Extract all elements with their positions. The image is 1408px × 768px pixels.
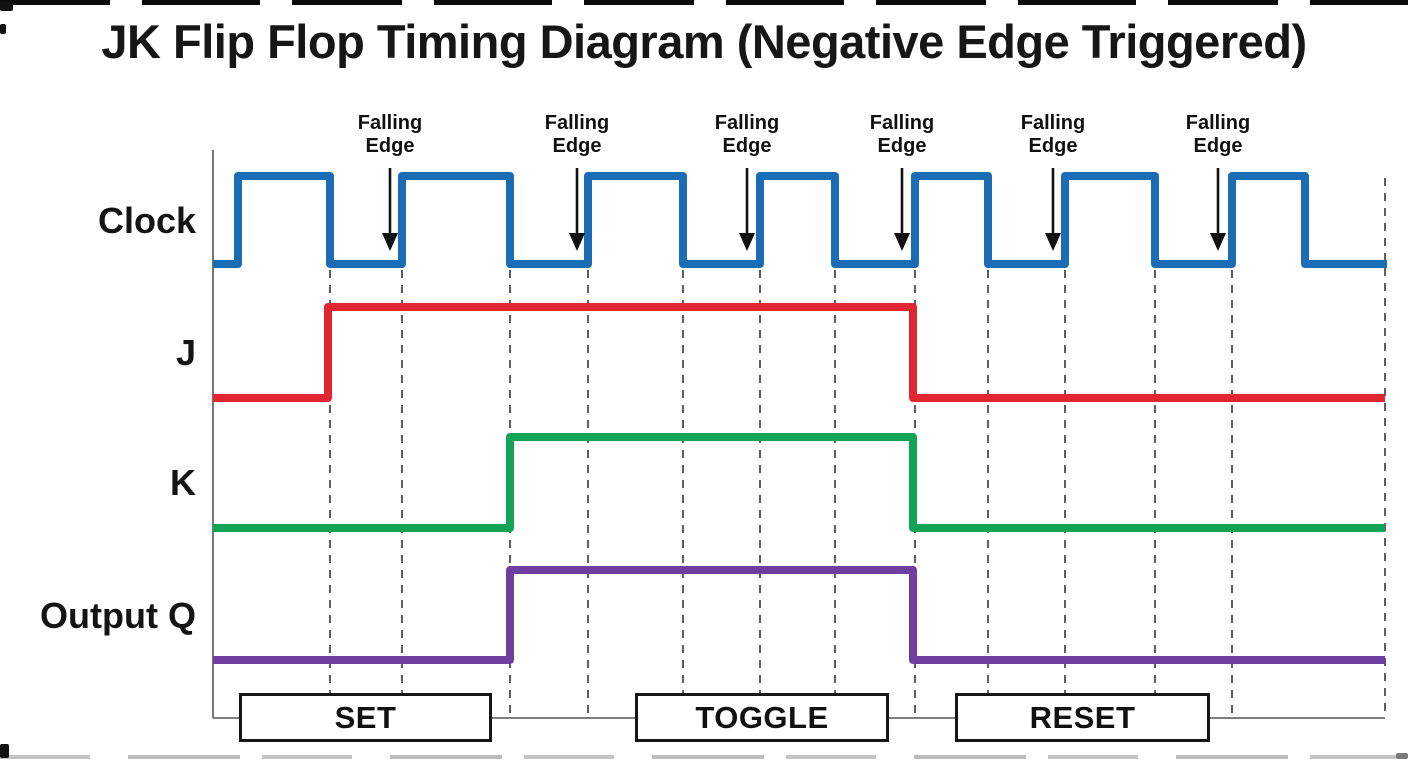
signal-label-j: J [175, 332, 196, 373]
signal-label-k: K [170, 462, 196, 503]
falling-edge-arrow-head [1210, 233, 1226, 251]
bottom-edge-artifact [0, 755, 1408, 759]
phase-box-reset: RESET [955, 693, 1210, 742]
top-edge-artifact [0, 0, 1408, 5]
signal-trace-q [213, 566, 1385, 664]
falling-edge-arrow-head [1045, 233, 1061, 251]
corner-artifact [0, 2, 13, 11]
falling-edge-arrow-head [894, 233, 910, 251]
falling-edge-arrow-head [382, 233, 398, 251]
signal-trace-clock [213, 172, 1387, 268]
falling-edge-arrow-head [569, 233, 585, 251]
falling-edge-arrow-head [739, 233, 755, 251]
phase-box-toggle: TOGGLE [635, 693, 889, 742]
signal-label-clock: Clock [97, 200, 196, 241]
phase-box-set: SET [239, 693, 492, 742]
corner-artifact [0, 744, 9, 758]
signal-trace-k [213, 433, 1385, 532]
corner-artifact [1396, 753, 1408, 759]
diagram-title: JK Flip Flop Timing Diagram (Negative Ed… [101, 15, 1307, 68]
signal-trace-j [213, 303, 1385, 402]
signal-label-output-q: Output Q [40, 595, 196, 636]
corner-artifact [0, 24, 6, 34]
